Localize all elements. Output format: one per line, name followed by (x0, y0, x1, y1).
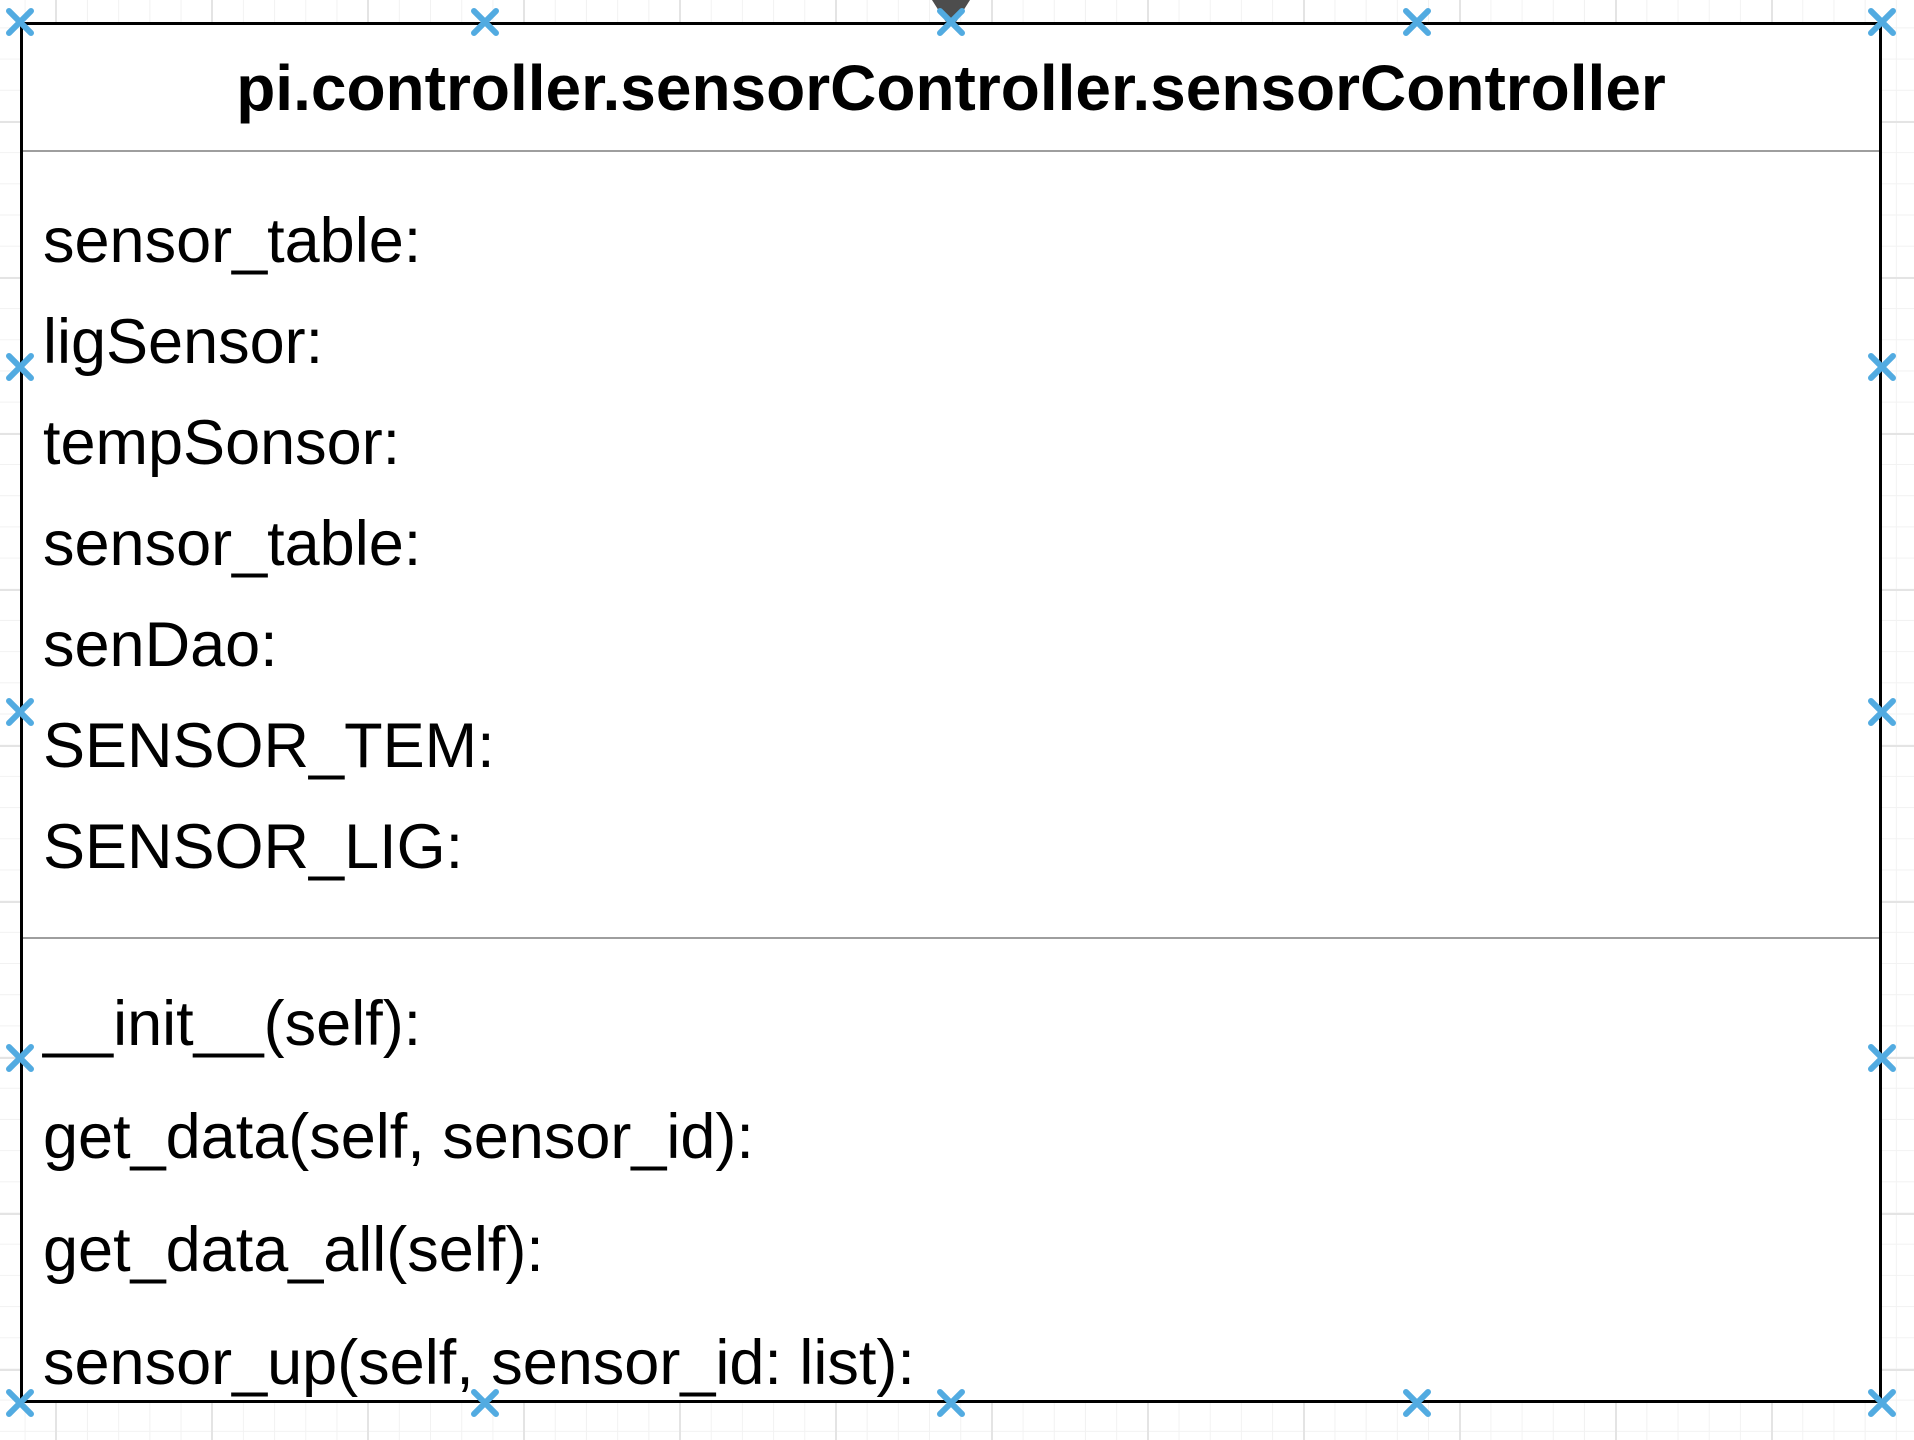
attributes-section: sensor_table: ligSensor: tempSonsor: sen… (23, 152, 1879, 939)
attribute-row[interactable]: SENSOR_TEM: (43, 710, 495, 781)
attribute-row[interactable]: SENSOR_LIG: (43, 811, 464, 882)
attribute-row[interactable]: senDao: (43, 609, 278, 680)
connection-point-icon[interactable] (468, 1386, 502, 1420)
connection-point-icon[interactable] (934, 5, 968, 39)
connection-point-icon[interactable] (3, 5, 37, 39)
connection-point-icon[interactable] (1400, 1386, 1434, 1420)
connection-point-icon[interactable] (3, 1041, 37, 1075)
connection-point-icon[interactable] (3, 350, 37, 384)
connection-point-icon[interactable] (1865, 1041, 1899, 1075)
connection-point-icon[interactable] (1865, 5, 1899, 39)
connection-point-icon[interactable] (1865, 350, 1899, 384)
attribute-row[interactable]: tempSonsor: (43, 407, 401, 478)
method-row[interactable]: get_data(self, sensor_id): (43, 1101, 754, 1172)
connection-point-icon[interactable] (468, 5, 502, 39)
connection-point-icon[interactable] (1400, 5, 1434, 39)
methods-section: __init__(self): get_data(self, sensor_id… (23, 939, 1879, 1419)
connection-point-icon[interactable] (1865, 695, 1899, 729)
method-row[interactable]: __init__(self): (43, 988, 422, 1059)
connection-point-icon[interactable] (3, 695, 37, 729)
method-row[interactable]: sensor_up(self, sensor_id: list): (43, 1327, 915, 1398)
arrowhead-icon[interactable] (920, 0, 982, 32)
attribute-row[interactable]: ligSensor: (43, 306, 324, 377)
attribute-row[interactable]: sensor_table: (43, 508, 422, 579)
connection-point-icon[interactable] (1865, 1386, 1899, 1420)
method-row[interactable]: get_data_all(self): (43, 1214, 544, 1285)
uml-class-shape[interactable]: pi.controller.sensorController.sensorCon… (20, 22, 1882, 1403)
class-title[interactable]: pi.controller.sensorController.sensorCon… (23, 25, 1879, 152)
connection-point-icon[interactable] (3, 1386, 37, 1420)
attribute-row[interactable]: sensor_table: (43, 205, 422, 276)
connection-point-icon[interactable] (934, 1386, 968, 1420)
